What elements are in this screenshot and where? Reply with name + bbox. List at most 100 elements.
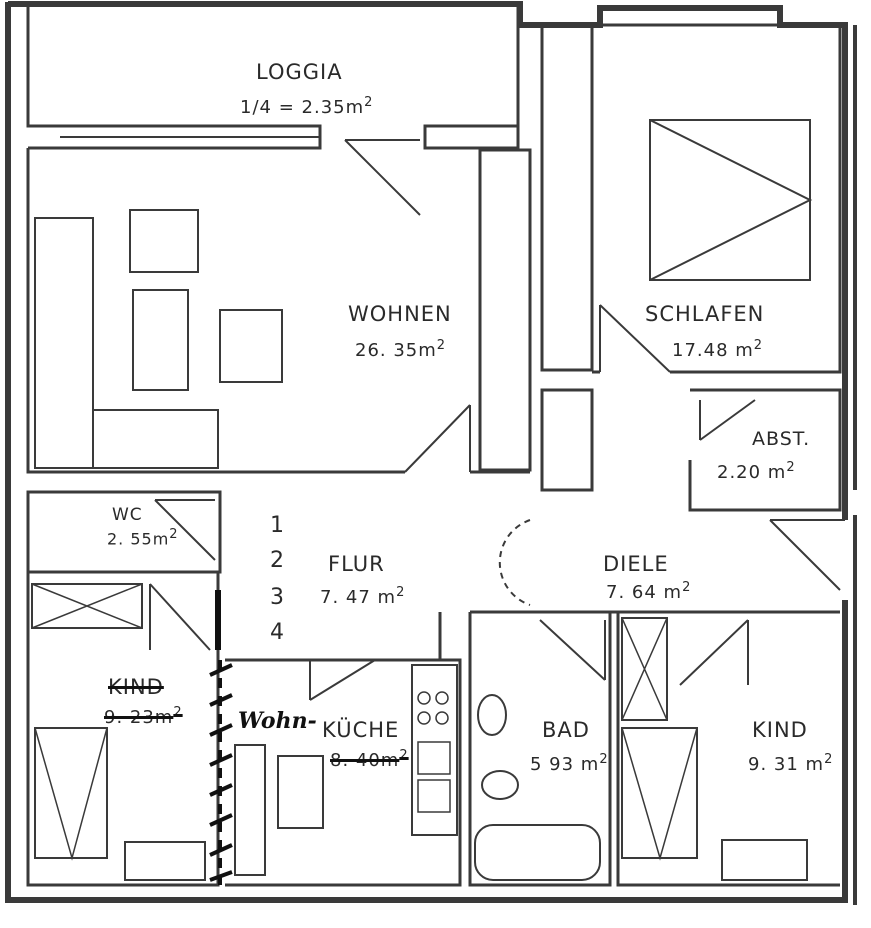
loggia-area-prefix: 1/4 = [240, 97, 295, 118]
wc-door [154, 499, 216, 561]
wardrobe-kind-right-x [621, 617, 668, 721]
sofa-bottom [92, 409, 219, 469]
room-area-bad: 5 93 m2 [530, 752, 609, 775]
stair-number: 1 [270, 513, 284, 538]
wardrobe-schlafen [540, 23, 594, 372]
kind-left-door [149, 583, 211, 651]
unit-exp: 2 [786, 460, 796, 475]
wohnen-flur-door [404, 404, 471, 473]
wc-area-value: 2. 55m [107, 529, 170, 549]
room-name-wc: WC [112, 505, 143, 525]
unit-exp: 2 [436, 338, 447, 353]
bathtub [474, 824, 601, 881]
room-name-schlafen: SCHLAFEN [645, 302, 765, 326]
wardrobe-diele [540, 388, 594, 492]
room-area-kueche: 8. 40m2 [330, 748, 409, 771]
armchair [129, 209, 199, 273]
kueche-area-value: 8. 40m [330, 750, 400, 771]
bad-area-value: 5 93 m [530, 754, 600, 775]
bed-kind-left-lines [34, 727, 108, 861]
room-area-loggia: 1/4 = 2.35m2 [240, 95, 373, 118]
armchair [219, 309, 283, 383]
stove-burner [417, 691, 431, 705]
bed-kind-left [34, 727, 108, 859]
stove-burner [435, 691, 449, 705]
wohnen-door [344, 139, 421, 216]
unit-exp: 2 [753, 338, 764, 353]
unit-exp: 2 [399, 748, 409, 763]
kind-left-wall [26, 572, 220, 887]
handwritten-hatch [209, 663, 233, 882]
kind-left-area-value: 9. 23m [104, 707, 174, 728]
wohnen-wall [26, 148, 405, 474]
room-area-diele: 7. 64 m2 [606, 580, 691, 603]
room-name-kueche: KÜCHE [322, 718, 400, 742]
diele-door-arc [498, 519, 531, 606]
unit-exp: 2 [824, 752, 834, 767]
kueche-wall [225, 658, 462, 887]
stair-number: 4 [270, 620, 284, 645]
stove-burner [435, 711, 449, 725]
bad-wall [468, 612, 612, 887]
unit-exp: 2 [682, 580, 692, 595]
room-name-flur: FLUR [328, 552, 385, 576]
coffee-table [132, 289, 189, 391]
schlafen-area-value: 17.48 m [672, 340, 754, 361]
abst-wall [688, 388, 842, 512]
abst-area-value: 2.20 m [717, 462, 787, 483]
room-name-kind-right: KIND [752, 718, 808, 742]
loggia-right-wall [423, 6, 520, 150]
room-name-bad: BAD [542, 718, 590, 742]
schlafen-door [599, 304, 671, 373]
abst-door [699, 399, 756, 441]
sink [417, 741, 451, 775]
table [277, 755, 324, 829]
room-name-wohnen: WOHNEN [348, 302, 452, 326]
bed-kind-right [621, 727, 698, 859]
room-area-kind-right: 9. 31 m2 [748, 752, 833, 775]
room-name-loggia: LOGGIA [256, 60, 343, 84]
room-area-flur: 7. 47 m2 [320, 585, 405, 608]
stair-number: 2 [270, 548, 284, 573]
bed-pillow-lines [649, 119, 813, 281]
kueche-bench [234, 744, 266, 876]
unit-exp: 2 [364, 95, 374, 110]
desk-kind-left [124, 841, 206, 881]
room-name-diele: DIELE [603, 552, 669, 576]
room-area-wc: 2. 55m2 [107, 527, 179, 548]
schlafen-wall [592, 23, 842, 374]
wardrobe-wohnen [478, 148, 532, 472]
kind-right-area-value: 9. 31 m [748, 754, 825, 775]
room-area-abst: 2.20 m2 [717, 460, 796, 483]
sink [417, 779, 451, 813]
room-name-kind-left: KIND [108, 675, 164, 699]
diele-right-door [769, 519, 845, 591]
toilet [481, 770, 519, 800]
wardrobe-kind-left-x [31, 583, 143, 629]
unit-exp: 2 [169, 527, 179, 542]
wohnen-area-value: 26. 35m [355, 340, 437, 361]
wc-wall [26, 490, 222, 574]
room-area-wohnen: 26. 35m2 [355, 338, 446, 361]
bed-kind-right-lines [621, 727, 698, 861]
stove-burner [417, 711, 431, 725]
outer-wall [5, 2, 848, 903]
wardrobe-kind-left [31, 583, 143, 629]
room-area-kind-left: 9. 23m2 [104, 705, 183, 728]
desk-kind-right [721, 839, 808, 881]
sofa [34, 217, 94, 469]
kueche-door [309, 659, 376, 701]
bad-door [539, 619, 606, 681]
kind-right-door [679, 619, 749, 686]
room-name-abst: ABST. [752, 428, 811, 450]
wardrobe-kind-right [621, 617, 668, 721]
loggia-area-value: 2.35m [301, 97, 365, 118]
kind-right-wall [616, 612, 840, 887]
outer-wall-top [8, 1, 848, 520]
washbasin [477, 694, 507, 736]
diele-bottom-wall [438, 610, 840, 660]
counter [411, 664, 458, 836]
unit-exp: 2 [599, 752, 609, 767]
unit-exp: 2 [396, 585, 406, 600]
